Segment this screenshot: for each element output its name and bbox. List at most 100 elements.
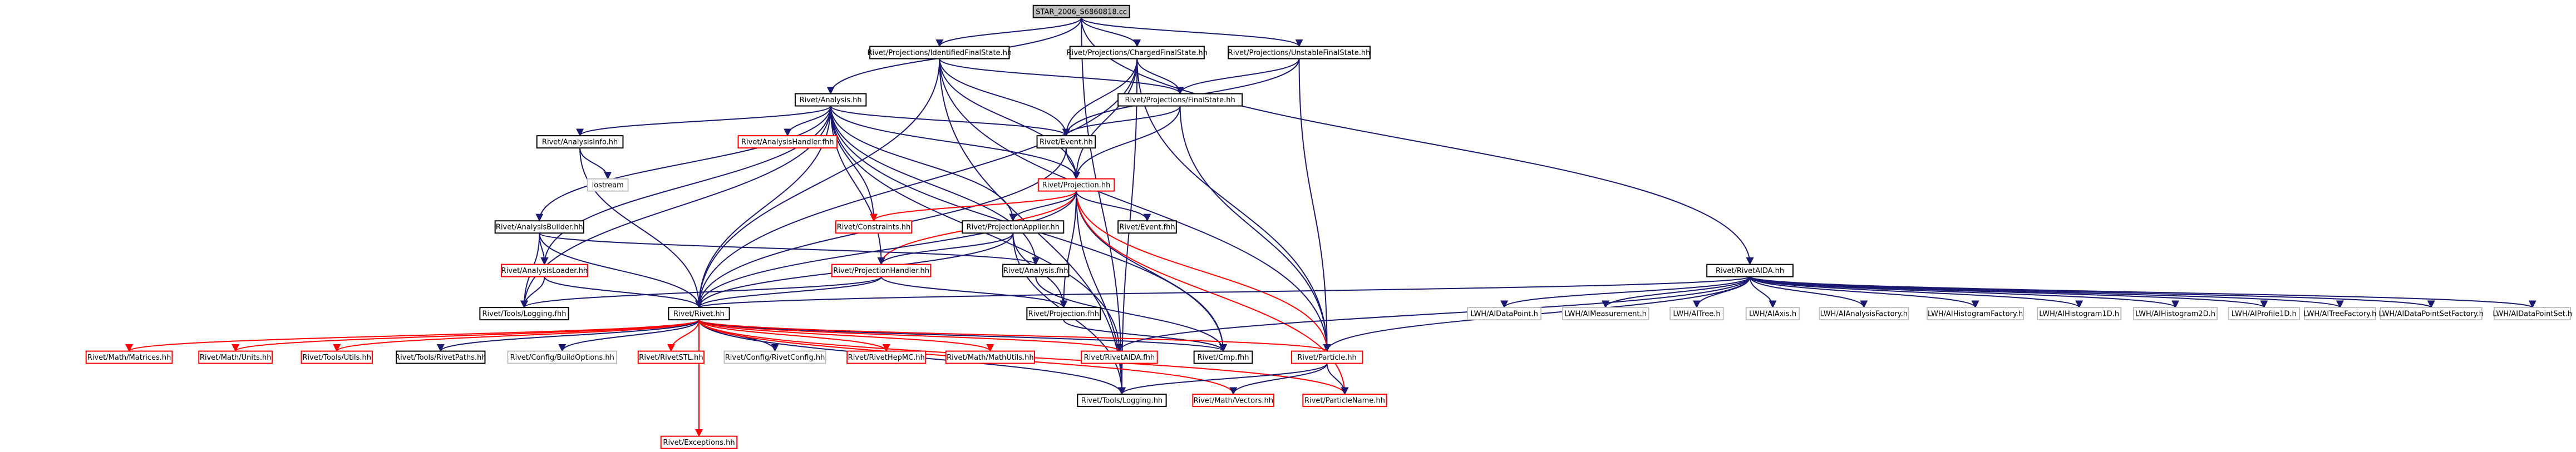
node-label-pname: Rivet/ParticleName.hh xyxy=(1304,397,1385,405)
node-label-papply: Rivet/ProjectionApplier.hh xyxy=(967,223,1060,232)
node-phandler[interactable]: Rivet/ProjectionHandler.hh xyxy=(831,264,932,277)
node-box-aidafhh xyxy=(1081,350,1158,364)
edge-chfs-to-event xyxy=(1062,58,1138,137)
node-label-stl: Rivet/RivetSTL.hh xyxy=(639,354,703,362)
node-dp[interactable]: LWH/AIDataPoint.h xyxy=(1467,307,1542,321)
edge-phandler-to-logfhh xyxy=(520,276,882,309)
node-box-projfhh xyxy=(1026,307,1101,321)
node-rivet[interactable]: Rivet/Rivet.hh xyxy=(668,307,730,321)
node-box-dps xyxy=(2494,307,2572,321)
node-box-logfhh xyxy=(479,307,569,321)
node-chfs[interactable]: Rivet/Projections/ChargedFinalState.hh xyxy=(1067,46,1208,59)
node-aida[interactable]: Rivet/RivetAIDA.hh xyxy=(1706,264,1794,277)
node-label-h2: LWH/AIHistogram2D.h xyxy=(2135,310,2215,319)
node-label-particle: Rivet/Particle.hh xyxy=(1297,354,1356,362)
node-label-af: LWH/AIAnalysisFactory.h xyxy=(1820,310,1908,319)
node-dpsf[interactable]: LWH/AIDataPointSetFactory.h xyxy=(2378,307,2484,321)
node-h2[interactable]: LWH/AIHistogram2D.h xyxy=(2132,307,2218,321)
node-constr[interactable]: Rivet/Constraints.hh xyxy=(835,220,913,234)
node-utils[interactable]: Rivet/Tools/Utils.hh xyxy=(301,350,373,364)
node-box-rivet xyxy=(668,307,730,321)
node-abuild[interactable]: Rivet/AnalysisBuilder.hh xyxy=(494,220,584,234)
node-proj[interactable]: Rivet/Projection.hh xyxy=(1037,178,1115,192)
node-box-stl xyxy=(637,350,705,364)
node-paths[interactable]: Rivet/Tools/RivetPaths.hh xyxy=(395,350,486,364)
node-eventfhh[interactable]: Rivet/Event.fhh xyxy=(1117,220,1177,234)
node-box-root xyxy=(1032,4,1130,18)
node-label-except: Rivet/Exceptions.hh xyxy=(663,439,735,447)
node-box-h2 xyxy=(2132,307,2218,321)
node-label-aloader: Rivet/AnalysisLoader.hh xyxy=(501,267,588,275)
node-logging[interactable]: Rivet/Tools/Logging.hh xyxy=(1077,394,1167,408)
node-label-rivet: Rivet/Rivet.hh xyxy=(673,310,725,319)
edge-proj-to-projfhh xyxy=(1060,191,1077,309)
node-particle[interactable]: Rivet/Particle.hh xyxy=(1291,350,1363,364)
node-cfg[interactable]: Rivet/Config/RivetConfig.hh xyxy=(723,350,826,364)
node-stl[interactable]: Rivet/RivetSTL.hh xyxy=(637,350,705,364)
edge-rivet-to-buildopt xyxy=(558,319,700,352)
node-aidafhh[interactable]: Rivet/RivetAIDA.fhh xyxy=(1081,350,1158,364)
node-label-unfs: Rivet/Projections/UnstableFinalState.hh xyxy=(1228,49,1371,57)
node-box-units xyxy=(198,350,273,364)
edge-chfs-to-rivet xyxy=(695,58,1138,309)
node-box-ahand xyxy=(737,135,838,149)
node-box-anafhh xyxy=(1002,264,1070,277)
node-vectors[interactable]: Rivet/Math/Vectors.hh xyxy=(1192,394,1275,408)
node-anafhh[interactable]: Rivet/Analysis.fhh xyxy=(1002,264,1070,277)
node-papply[interactable]: Rivet/ProjectionApplier.hh xyxy=(962,220,1065,234)
node-idfs[interactable]: Rivet/Projections/IdentifiedFinalState.h… xyxy=(867,46,1012,59)
node-buildopt[interactable]: Rivet/Config/BuildOptions.hh xyxy=(507,350,618,364)
node-box-except xyxy=(660,435,738,449)
node-box-matrices xyxy=(85,350,173,364)
node-box-af xyxy=(1819,307,1909,321)
node-af[interactable]: LWH/AIAnalysisFactory.h xyxy=(1819,307,1909,321)
node-unfs[interactable]: Rivet/Projections/UnstableFinalState.hh xyxy=(1228,46,1371,59)
node-p1[interactable]: LWH/AIProfile1D.h xyxy=(2228,307,2301,321)
node-box-eventfhh xyxy=(1117,220,1177,234)
node-label-chfs: Rivet/Projections/ChargedFinalState.hh xyxy=(1067,49,1208,57)
node-matrices[interactable]: Rivet/Math/Matrices.hh xyxy=(85,350,173,364)
node-fs[interactable]: Rivet/Projections/FinalState.hh xyxy=(1117,93,1243,107)
node-hepmc[interactable]: Rivet/RivetHepMC.hh xyxy=(846,350,927,364)
node-label-fs: Rivet/Projections/FinalState.hh xyxy=(1125,96,1235,105)
node-label-cmp: Rivet/Cmp.fhh xyxy=(1198,354,1249,362)
node-box-proj xyxy=(1037,178,1115,192)
node-ainfo[interactable]: Rivet/AnalysisInfo.hh xyxy=(536,135,624,149)
node-logfhh[interactable]: Rivet/Tools/Logging.fhh xyxy=(479,307,569,321)
edge-aida-to-dpsf xyxy=(1749,276,2435,309)
node-units[interactable]: Rivet/Math/Units.hh xyxy=(198,350,273,364)
node-label-p1: LWH/AIProfile1D.h xyxy=(2232,310,2297,319)
node-tree[interactable]: LWH/AITree.h xyxy=(1669,307,1724,321)
node-label-matrices: Rivet/Math/Matrices.hh xyxy=(87,354,171,362)
edge-aida-to-h1 xyxy=(1749,276,2083,309)
edge-idfs-to-event xyxy=(939,58,1070,137)
node-box-aida xyxy=(1706,264,1794,277)
edge-ainfo-to-iostream xyxy=(579,148,612,180)
node-iostream[interactable]: iostream xyxy=(587,178,629,192)
node-h1[interactable]: LWH/AIHistogram1D.h xyxy=(2037,307,2122,321)
node-cmp[interactable]: Rivet/Cmp.fhh xyxy=(1193,350,1253,364)
node-meas[interactable]: LWH/AIMeasurement.h xyxy=(1562,307,1649,321)
node-label-mathutils: Rivet/Math/MathUtils.hh xyxy=(947,354,1033,362)
node-label-event: Rivet/Event.hh xyxy=(1040,138,1093,147)
node-ahand[interactable]: Rivet/AnalysisHandler.fhh xyxy=(737,135,838,149)
edge-abuild-to-anafhh xyxy=(539,232,1040,266)
node-pname[interactable]: Rivet/ParticleName.hh xyxy=(1302,394,1387,408)
node-hf[interactable]: LWH/AIHistogramFactory.h xyxy=(1927,307,2025,321)
node-box-pname xyxy=(1302,394,1387,408)
node-dps[interactable]: LWH/AIDataPointSet.h xyxy=(2493,307,2572,321)
node-event[interactable]: Rivet/Event.hh xyxy=(1036,135,1096,149)
node-axis[interactable]: LWH/AIAxis.h xyxy=(1745,307,1800,321)
node-label-cfg: Rivet/Config/RivetConfig.hh xyxy=(725,354,825,362)
node-box-vectors xyxy=(1192,394,1275,408)
edge-ana-to-constr xyxy=(830,106,878,222)
node-aloader[interactable]: Rivet/AnalysisLoader.hh xyxy=(501,264,588,277)
node-label-phandler: Rivet/ProjectionHandler.hh xyxy=(833,267,929,275)
node-mathutils[interactable]: Rivet/Math/MathUtils.hh xyxy=(945,350,1035,364)
node-projfhh[interactable]: Rivet/Projection.fhh xyxy=(1026,307,1101,321)
node-ana[interactable]: Rivet/Analysis.hh xyxy=(794,93,867,107)
node-tf[interactable]: LWH/AITreeFactory.h xyxy=(2303,307,2376,321)
edge-rivet-to-stl xyxy=(667,320,700,352)
node-except[interactable]: Rivet/Exceptions.hh xyxy=(660,435,738,449)
